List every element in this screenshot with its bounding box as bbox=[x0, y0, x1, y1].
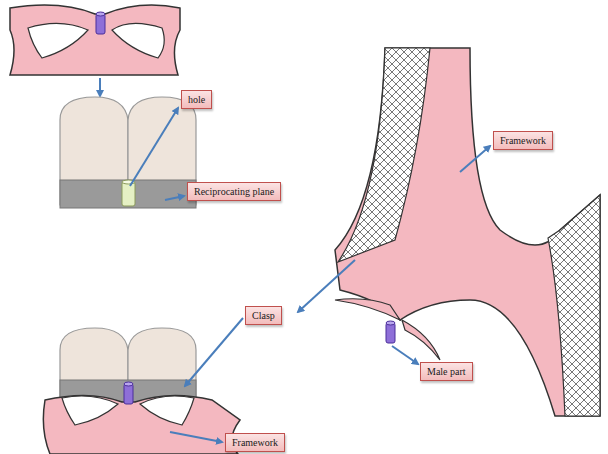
label-box: Reciprocating plane bbox=[187, 182, 281, 201]
leader-lines bbox=[130, 108, 490, 442]
label-box: hole bbox=[181, 90, 212, 109]
teeth-with-framework bbox=[43, 328, 240, 454]
label-box: Male part bbox=[420, 362, 473, 381]
part-label: Clasp bbox=[252, 310, 275, 321]
label-box: Framework bbox=[493, 131, 553, 150]
top-framework bbox=[10, 5, 180, 75]
teeth-with-hole bbox=[60, 97, 196, 208]
part-label: Framework bbox=[232, 437, 278, 448]
part-label: Framework bbox=[500, 135, 546, 146]
framework-closeup bbox=[335, 48, 600, 416]
label-box: Framework bbox=[225, 433, 285, 452]
part-label: Reciprocating plane bbox=[194, 186, 274, 197]
part-label: Male part bbox=[427, 366, 466, 377]
part-label: hole bbox=[188, 94, 205, 105]
label-box: Clasp bbox=[245, 306, 282, 325]
